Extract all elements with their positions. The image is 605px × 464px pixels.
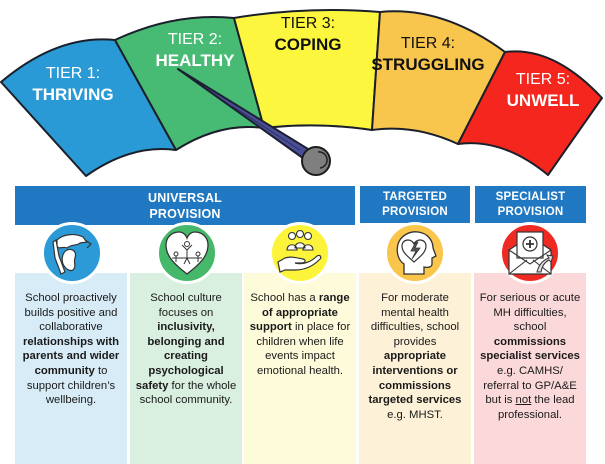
tier-name: HEALTHY (155, 51, 235, 70)
header-line: PROVISION (149, 206, 221, 221)
text-segment-normal: e.g. MHST. (387, 408, 443, 421)
header-line: UNIVERSAL (147, 190, 223, 205)
tier-label-4: TIER 4: STRUGGLING (371, 35, 484, 74)
head-broken-heart-icon (384, 222, 446, 284)
universal-column-support: School has a range of appropriate suppor… (244, 273, 356, 464)
targeted-column: For moderate mental health difficulties,… (359, 273, 471, 464)
needle-highlight (231, 105, 301, 151)
head-broken-heart-glyph (396, 231, 437, 275)
universal-column-relationships: School proactively builds positive and c… (15, 273, 127, 464)
text-segment-normal: to support children’s wellbeing. (26, 364, 116, 407)
hands-globe-glyph (52, 234, 92, 275)
text-segment-underline: not (515, 394, 532, 407)
tier-number: TIER 3: (281, 15, 335, 32)
medical-letter-referral-glyph (508, 231, 554, 275)
text-segment-normal: e.g. CAMHS/ referral to GP/A&E but is (483, 364, 577, 407)
tier-name: THRIVING (32, 85, 113, 104)
text-segment-bold: commissions specialist services (480, 335, 580, 363)
heart-people-glyph (165, 231, 209, 275)
tier-label-5: TIER 5: UNWELL (507, 71, 580, 110)
tier-name: UNWELL (507, 91, 580, 110)
tier-name: COPING (274, 35, 341, 54)
text-segment-normal: For serious or acute MH difficulties, sc… (479, 292, 581, 334)
column-text: School proactively builds positive and c… (23, 292, 120, 406)
tier-number: TIER 2: (168, 31, 222, 48)
universal-provision-header: UNIVERSAL PROVISION (15, 186, 355, 225)
tier-label-3: TIER 3: COPING (274, 15, 341, 54)
text-segment-normal: School proactively builds positive and c… (24, 292, 118, 334)
column-text: For serious or acute MH difficulties, sc… (480, 292, 580, 421)
needle-pivot-highlight (317, 151, 328, 169)
text-segment-normal: School culture focuses on (150, 292, 222, 319)
text-segment-normal: For moderate mental health difficulties,… (370, 292, 460, 348)
text-segment-bold: appropriate interventions or commissions… (368, 350, 462, 407)
tier-segment-5 (457, 50, 603, 176)
column-text: School culture focuses on inclusivity, b… (136, 292, 236, 406)
targeted-provision-header: TARGETED PROVISION (360, 186, 470, 223)
specialist-provision-header: SPECIALIST PROVISION (475, 186, 586, 223)
gauge-needle (177, 68, 331, 176)
text-segment-normal: for the whole school community. (139, 379, 237, 407)
hand-supporting-people-icon (269, 222, 331, 284)
tier-label-2: TIER 2: HEALTHY (155, 31, 235, 70)
header-line: PROVISION (497, 205, 564, 218)
text-segment-normal: in place for children when life events i… (256, 321, 351, 377)
column-text: School has a range of appropriate suppor… (250, 292, 350, 377)
text-segment-normal: School has a (250, 292, 319, 304)
tier-label-1: TIER 1: THRIVING (32, 65, 113, 104)
tier-number: TIER 5: (516, 71, 570, 88)
text-segment-bold: range of appropriate support (249, 292, 350, 334)
text-segment-bold: inclusivity, belonging and creating psyc… (135, 321, 225, 392)
text-segment-bold: relationships with parents and wider com… (22, 335, 120, 377)
header-line: TARGETED (383, 190, 447, 203)
specialist-column: For serious or acute MH difficulties, sc… (474, 273, 586, 464)
header-line: PROVISION (382, 205, 448, 218)
tier-name: STRUGGLING (371, 55, 484, 74)
text-segment-normal: the lead professional. (497, 394, 575, 421)
header-line: SPECIALIST (495, 190, 566, 203)
universal-column-culture: School culture focuses on inclusivity, b… (130, 273, 242, 464)
tier-number: TIER 4: (401, 35, 455, 52)
heart-people-icon (156, 222, 218, 284)
tier-number: TIER 1: (46, 65, 100, 82)
column-text: For moderate mental health difficulties,… (369, 292, 462, 421)
hands-globe-icon (41, 222, 103, 284)
needle-pivot (301, 146, 331, 176)
hand-supporting-people-glyph (277, 229, 322, 273)
medical-letter-referral-icon (499, 222, 561, 284)
wellbeing-gauge: TIER 1: THRIVING TIER 2: HEALTHY TIER 3: COPI… (0, 9, 603, 177)
